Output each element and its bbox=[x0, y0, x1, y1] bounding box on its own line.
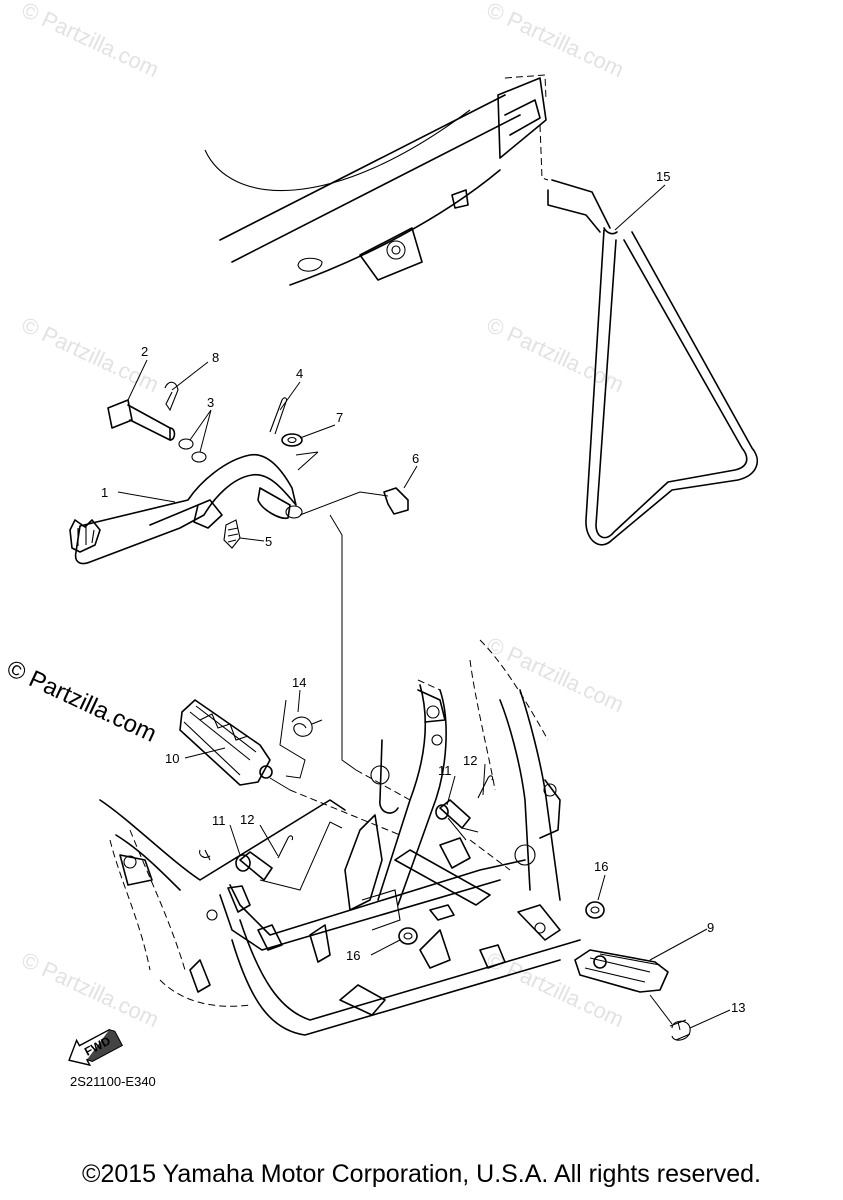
watermark-text: © Partzilla.com bbox=[483, 0, 628, 82]
callout-10: 10 bbox=[165, 751, 179, 766]
watermark-text: © Partzilla.com bbox=[18, 0, 163, 82]
callout-4: 4 bbox=[296, 366, 303, 381]
callout-leaders bbox=[117, 184, 731, 1029]
callout-11: 11 bbox=[212, 813, 226, 828]
callout-3: 3 bbox=[207, 395, 214, 410]
assembly-lines bbox=[295, 451, 411, 801]
lower-frame bbox=[99, 639, 581, 1036]
callout-5: 5 bbox=[265, 534, 272, 549]
diagram-code: 2S21100-E340 bbox=[70, 1074, 156, 1089]
callout-7: 7 bbox=[336, 410, 343, 425]
spring-and-bolt bbox=[223, 487, 409, 549]
callout-11: 11 bbox=[438, 763, 452, 778]
watermarks: © Partzilla.com © Partzilla.com © Partzi… bbox=[18, 0, 628, 1032]
callout-6: 6 bbox=[412, 451, 419, 466]
brake-pedal bbox=[69, 454, 297, 565]
callout-9: 9 bbox=[707, 920, 714, 935]
callout-14: 14 bbox=[292, 675, 306, 690]
callout-labels: 1 2 3 4 5 6 7 8 9 10 11 11 12 12 13 14 1… bbox=[101, 169, 745, 1015]
left-footrest bbox=[179, 699, 401, 836]
fwd-arrow-icon: FWD bbox=[68, 1028, 124, 1067]
callout-13: 13 bbox=[731, 1000, 745, 1015]
callout-1: 1 bbox=[101, 485, 108, 500]
watermark-text: © Partzilla.com bbox=[483, 632, 628, 717]
callout-16: 16 bbox=[346, 948, 360, 963]
callout-15: 15 bbox=[656, 169, 670, 184]
rear-stand bbox=[547, 179, 759, 546]
watermark-text: © Partzilla.com bbox=[18, 947, 163, 1032]
callout-12: 12 bbox=[240, 812, 254, 827]
callout-12: 12 bbox=[463, 753, 477, 768]
pedal-hardware bbox=[107, 381, 303, 463]
right-footrest bbox=[398, 901, 691, 1041]
bolts-and-pins bbox=[235, 775, 511, 891]
copyright-notice: ©2015 Yamaha Motor Corporation, U.S.A. A… bbox=[82, 1160, 761, 1188]
callout-8: 8 bbox=[212, 350, 219, 365]
callout-2: 2 bbox=[141, 344, 148, 359]
upper-frame-section bbox=[204, 74, 549, 286]
callout-16: 16 bbox=[594, 859, 608, 874]
